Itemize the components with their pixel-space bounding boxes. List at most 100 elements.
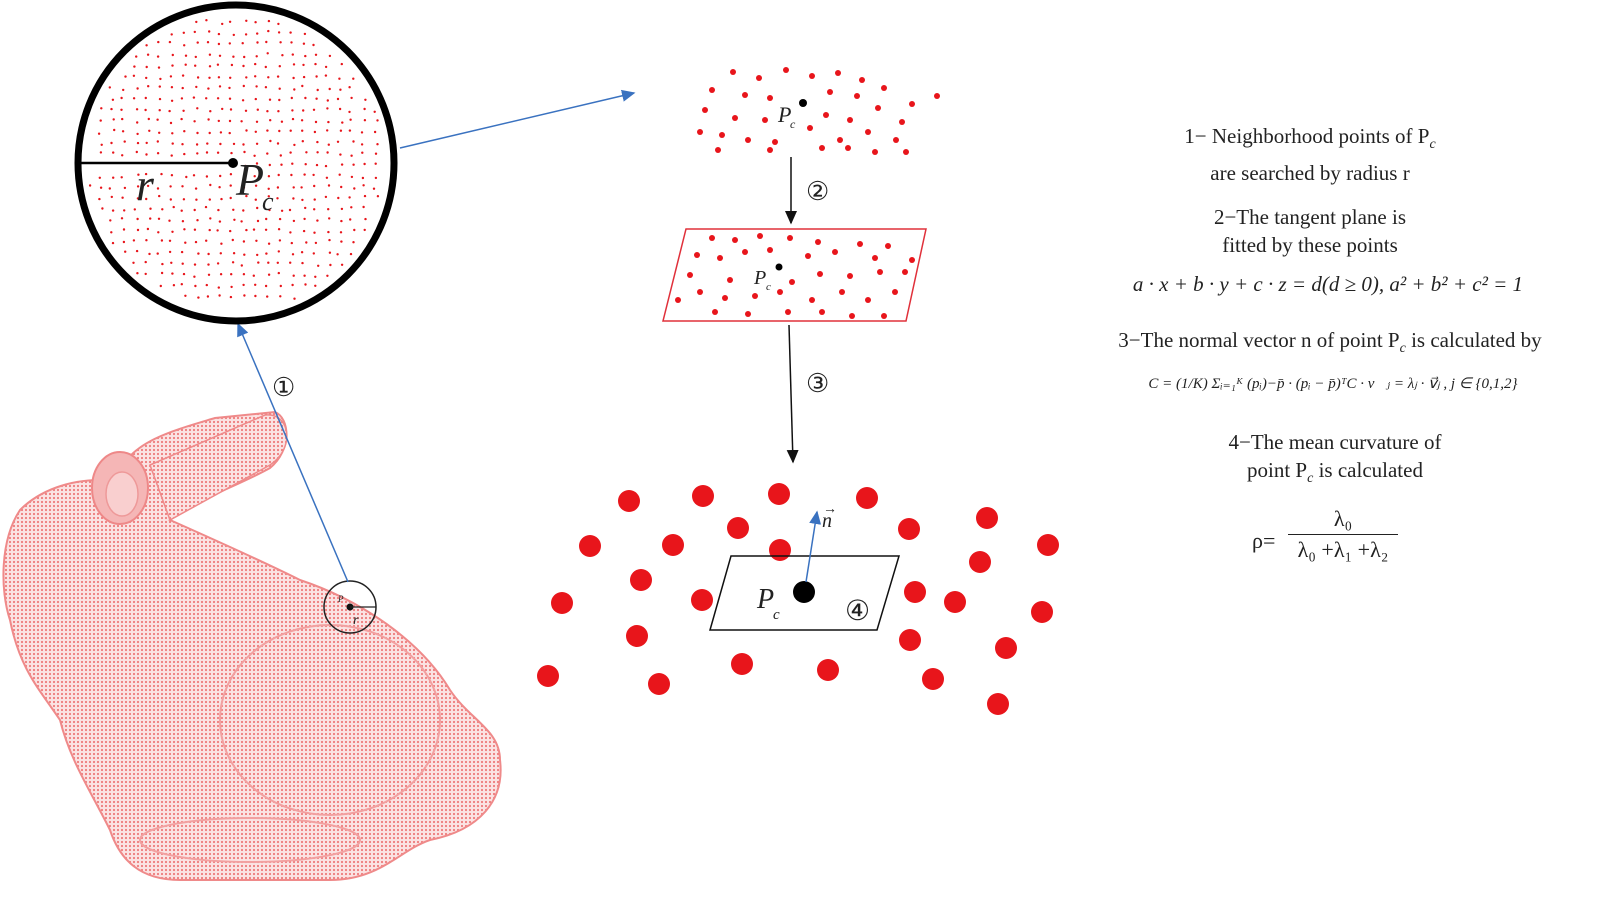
neighborhood-point bbox=[232, 252, 236, 255]
bunny-point-cloud bbox=[2, 410, 502, 881]
plane-point bbox=[767, 247, 773, 253]
plane-point bbox=[892, 289, 898, 295]
neighborhood-point bbox=[230, 285, 233, 289]
neighborhood-point bbox=[324, 195, 328, 199]
large-point bbox=[630, 569, 652, 591]
neighborhood-point bbox=[99, 151, 103, 154]
neighborhood-point bbox=[232, 33, 235, 37]
step1-line1: 1− Neighborhood points of P bbox=[1184, 124, 1430, 148]
small-neighborhood-circle: P r bbox=[323, 580, 377, 634]
neighborhood-point bbox=[292, 63, 296, 66]
neighborhood-point bbox=[312, 173, 315, 177]
neighborhood-point bbox=[136, 197, 140, 200]
neighborhood-points bbox=[88, 19, 380, 300]
neighborhood-point bbox=[280, 163, 283, 166]
neighborhood-point bbox=[170, 174, 174, 177]
neighborhood-point bbox=[327, 120, 330, 124]
neighborhood-point bbox=[301, 84, 304, 88]
neighborhood-point bbox=[113, 128, 116, 132]
neighborhood-point bbox=[328, 238, 331, 242]
neighborhood-point bbox=[220, 242, 223, 245]
neighborhood-point bbox=[301, 140, 304, 143]
neighborhood-point bbox=[245, 228, 248, 232]
step1-text: 1− Neighborhood points of Pc are searche… bbox=[1150, 122, 1470, 187]
neighborhood-point bbox=[254, 283, 257, 286]
neighborhood-point bbox=[194, 64, 197, 67]
neighborhood-point bbox=[240, 120, 243, 123]
neighborhood-point bbox=[219, 273, 223, 276]
large-point bbox=[618, 490, 640, 512]
neighbor-point bbox=[807, 125, 813, 131]
tangent-plane bbox=[662, 228, 927, 322]
neighborhood-point bbox=[123, 140, 126, 143]
normal-label: n bbox=[822, 510, 832, 532]
neighborhood-point bbox=[276, 75, 280, 78]
neighborhood-point bbox=[314, 275, 317, 278]
neighborhood-point bbox=[98, 176, 102, 179]
neighborhood-point bbox=[193, 30, 196, 34]
neighborhood-point bbox=[205, 239, 208, 242]
plane-points-group bbox=[675, 233, 915, 319]
large-point bbox=[856, 487, 878, 509]
plane-point bbox=[752, 293, 758, 299]
neighborhood-point bbox=[277, 228, 281, 231]
neighborhood-point bbox=[279, 295, 282, 298]
neighborhood-point bbox=[216, 262, 220, 265]
neighborhood-point bbox=[349, 252, 353, 256]
neighborhood-point bbox=[276, 142, 280, 145]
neighborhood-point bbox=[339, 129, 343, 132]
neighborhood-point bbox=[180, 209, 183, 212]
neighborhood-point bbox=[244, 109, 248, 113]
neighborhood-point bbox=[256, 108, 259, 111]
neighborhood-point bbox=[317, 264, 320, 267]
step4-line2-sub: c bbox=[1307, 471, 1314, 487]
neighborhood-point bbox=[289, 151, 292, 154]
neighborhood-point bbox=[269, 139, 272, 143]
neighborhood-point bbox=[197, 252, 200, 255]
neighborhood-point bbox=[181, 185, 184, 188]
neighborhood-point bbox=[159, 284, 162, 288]
neighborhood-point bbox=[352, 241, 355, 244]
neighborhood-point bbox=[315, 163, 319, 167]
neighborhood-point bbox=[168, 250, 172, 254]
neighborhood-point bbox=[146, 227, 150, 231]
neighborhood-point bbox=[229, 108, 233, 111]
neighborhood-point bbox=[120, 176, 123, 179]
neighborhood-point bbox=[276, 186, 280, 189]
neighborhood-point bbox=[110, 141, 113, 145]
neighborhood-point bbox=[184, 294, 187, 297]
neighborhood-point bbox=[157, 66, 161, 69]
large-point bbox=[727, 517, 749, 539]
center-point bbox=[228, 158, 238, 168]
neighborhood-point bbox=[291, 53, 294, 56]
neighborhood-point bbox=[278, 65, 281, 68]
neighborhood-point bbox=[217, 76, 221, 79]
neighborhood-point bbox=[292, 197, 295, 200]
neighborhood-point bbox=[147, 117, 150, 121]
neighborhood-point bbox=[350, 96, 353, 100]
pc-point-bottom bbox=[793, 581, 815, 603]
neighborhood-point bbox=[341, 121, 344, 124]
large-point bbox=[691, 589, 713, 611]
neighborhood-point bbox=[303, 217, 306, 221]
neighborhood-point bbox=[231, 238, 234, 242]
neighborhood-point bbox=[221, 22, 224, 26]
neighborhood-point bbox=[158, 109, 161, 112]
neighborhood-point bbox=[303, 173, 306, 176]
neighborhood-point bbox=[305, 241, 308, 244]
large-point bbox=[768, 483, 790, 505]
neighborhood-point bbox=[149, 217, 152, 220]
neighborhood-point bbox=[352, 163, 355, 166]
neighborhood-point bbox=[313, 231, 316, 234]
neighborhood-point bbox=[360, 143, 364, 146]
neighborhood-point bbox=[228, 131, 231, 135]
neighborhood-point bbox=[135, 249, 139, 253]
neighbor-points-group bbox=[697, 67, 940, 155]
plane-point bbox=[727, 277, 733, 283]
neighborhood-point bbox=[291, 109, 294, 112]
neighborhood-point bbox=[292, 186, 295, 189]
plane-point bbox=[847, 273, 853, 279]
neighborhood-point bbox=[133, 208, 136, 211]
plane-point bbox=[742, 249, 748, 255]
neighborhood-point bbox=[170, 99, 174, 103]
